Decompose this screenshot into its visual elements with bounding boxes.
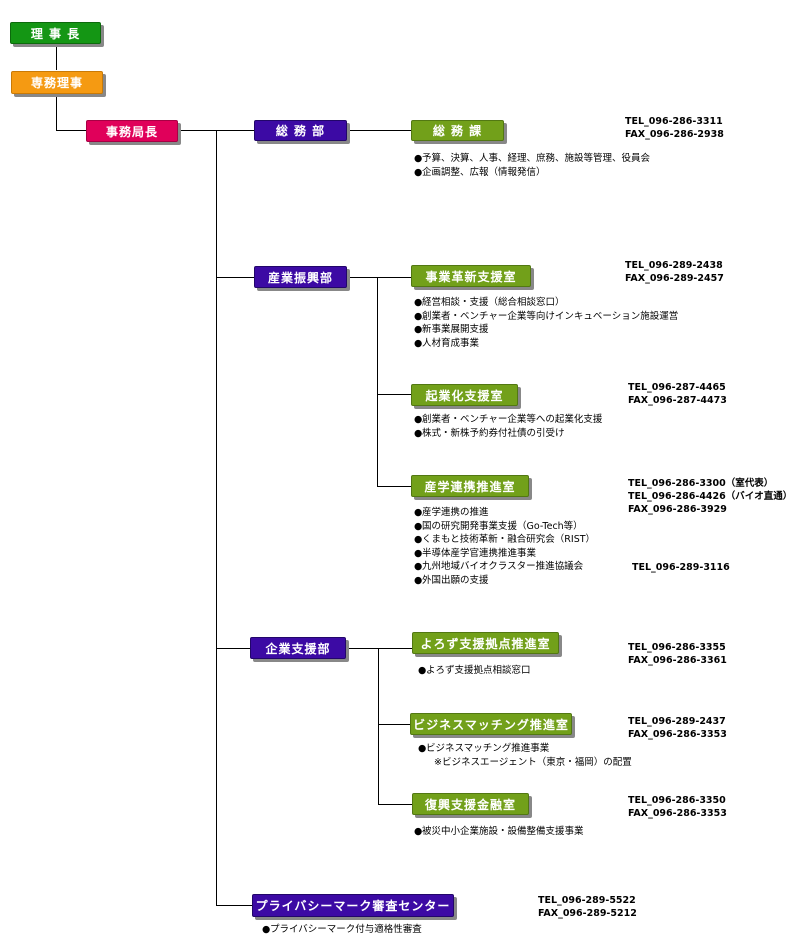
connector-general-dept-sec: [347, 130, 411, 131]
general-affairs-sec-box: 総 務 課: [411, 120, 504, 141]
enterprise-support-dept-box: 企業支援部: [250, 637, 346, 659]
industry-academia-office-box: 産学連携推進室: [411, 475, 529, 497]
list-item: ●経営相談・支援（総合相談窓口）: [414, 297, 565, 308]
fax: FAX_096-286-3353: [628, 808, 727, 819]
tel: TEL_096-289-2438: [625, 260, 723, 271]
yorozu-office-box: よろず支援拠点推進室: [412, 632, 559, 654]
list-item: ●よろず支援拠点相談窓口: [418, 665, 531, 676]
connector-chairman-senior: [56, 44, 57, 70]
recovery-finance-office-box: 復興支援金融室: [412, 793, 529, 815]
startup-support-office-box: 起業化支援室: [411, 384, 518, 406]
business-matching-contact: TEL_096-289-2437 FAX_096-286-3353: [628, 715, 727, 741]
list-item: ●ビジネスマッチング推進事業: [418, 743, 550, 754]
list-item: ●創業者・ベンチャー企業等への起業化支援: [414, 414, 603, 425]
secretary-general-box: 事務局長: [86, 120, 178, 142]
business-innovation-duties: ●経営相談・支援（総合相談窓口） ●創業者・ベンチャー企業等向けインキュベーショ…: [414, 296, 678, 350]
fax: FAX_096-289-2457: [625, 273, 724, 284]
fax: FAX_096-286-2938: [625, 129, 724, 140]
privacy-mark-duties: ●プライバシーマーク付与適格性審査: [262, 923, 422, 937]
bio-cluster-contact: TEL_096-289-3116: [632, 561, 730, 574]
list-item: ●外国出願の支援: [414, 574, 489, 586]
business-matching-duties: ●ビジネスマッチング推進事業 ※ビジネスエージェント（東京・福岡）の配置: [418, 742, 632, 769]
startup-support-contact: TEL_096-287-4465 FAX_096-287-4473: [628, 381, 727, 407]
list-item: ●企画調整、広報（情報発信）: [414, 166, 546, 178]
tel: TEL_096-286-3300（室代表）: [628, 478, 774, 489]
connector-enterprise-dept: [216, 648, 250, 649]
tel: TEL_096-287-4465: [628, 382, 726, 393]
tel: TEL_096-289-3116: [632, 562, 730, 573]
list-item: ●株式・新株予約券付社債の引受け: [414, 427, 565, 439]
list-item: ●くまもと技術革新・融合研究会（RIST）: [414, 534, 596, 545]
industry-academia-duties: ●産学連携の推進 ●国の研究開発事業支援（Go-Tech等） ●くまもと技術革新…: [414, 506, 595, 587]
fax: FAX_096-286-3361: [628, 655, 727, 666]
connector-industry-dept-branch: [347, 277, 411, 278]
tel: TEL_096-286-3350: [628, 795, 726, 806]
tel: TEL_096-289-2437: [628, 716, 726, 727]
tel: TEL_096-289-5522: [538, 895, 636, 906]
list-item: ●プライバシーマーク付与適格性審査: [262, 924, 422, 935]
list-item: ●新事業展開支援: [414, 324, 489, 335]
trunk-enterprise-dept: [378, 648, 379, 804]
connector-to-secretary: [56, 130, 86, 131]
startup-support-duties: ●創業者・ベンチャー企業等への起業化支援 ●株式・新株予約券付社債の引受け: [414, 413, 602, 440]
fax: FAX_096-289-5212: [538, 908, 637, 919]
yorozu-duties: ●よろず支援拠点相談窓口: [418, 664, 531, 678]
business-matching-office-box: ビジネスマッチング推進室: [410, 713, 572, 735]
connector-enterprise-dept-branch: [346, 648, 412, 649]
tel: TEL_096-286-3355: [628, 642, 726, 653]
list-item: ●産学連携の推進: [414, 507, 489, 518]
list-item: ●人材育成事業: [414, 337, 480, 349]
general-affairs-contact: TEL_096-286-3311 FAX_096-286-2938: [625, 115, 724, 141]
connector-industry-dept: [216, 277, 254, 278]
connector-startup-office: [377, 394, 411, 395]
general-affairs-duties: ●予算、決算、人事、経理、庶務、施設等管理、役員会 ●企画調整、広報（情報発信）: [414, 152, 650, 179]
chairman-box: 理 事 長: [10, 22, 101, 44]
privacy-mark-center-box: プライバシーマーク審査センター: [252, 894, 454, 917]
fax: FAX_096-286-3353: [628, 729, 727, 740]
trunk-industry-dept: [377, 277, 378, 486]
industry-promotion-dept-box: 産業振興部: [254, 266, 347, 288]
connector-senior-secretary: [56, 94, 57, 131]
list-item: ●九州地域バイオクラスター推進協議会: [414, 561, 584, 572]
tel: TEL_096-286-3311: [625, 116, 723, 127]
fax: FAX_096-287-4473: [628, 395, 727, 406]
list-item: ●被災中小企業施設・設備整備支援事業: [414, 826, 584, 837]
note: ※ビジネスエージェント（東京・福岡）の配置: [434, 756, 632, 768]
list-item: ●創業者・ベンチャー企業等向けインキュベーション施設運営: [414, 310, 679, 322]
connector-privacy-center: [216, 905, 252, 906]
connector-matching-office: [378, 724, 410, 725]
recovery-finance-contact: TEL_096-286-3350 FAX_096-286-3353: [628, 794, 727, 820]
fax: FAX_096-286-3929: [628, 504, 727, 515]
business-innovation-contact: TEL_096-289-2438 FAX_096-289-2457: [625, 259, 724, 285]
recovery-finance-duties: ●被災中小企業施設・設備整備支援事業: [414, 825, 584, 839]
senior-director-box: 専務理事: [11, 71, 103, 94]
list-item: ●半導体産学官連携推進事業: [414, 547, 537, 559]
connector-academia-office: [377, 486, 411, 487]
connector-recovery-office: [378, 804, 412, 805]
list-item: ●予算、決算、人事、経理、庶務、施設等管理、役員会: [414, 153, 651, 164]
trunk-secretary: [216, 130, 217, 905]
general-affairs-dept-box: 総 務 部: [254, 120, 347, 141]
business-innovation-office-box: 事業革新支援室: [411, 265, 531, 287]
industry-academia-contact: TEL_096-286-3300（室代表） TEL_096-286-4426（バ…: [628, 477, 792, 516]
list-item: ●国の研究開発事業支援（Go-Tech等）: [414, 520, 583, 532]
yorozu-contact: TEL_096-286-3355 FAX_096-286-3361: [628, 641, 727, 667]
privacy-mark-contact: TEL_096-289-5522 FAX_096-289-5212: [538, 894, 637, 920]
tel: TEL_096-286-4426（バイオ直通）: [628, 491, 793, 502]
